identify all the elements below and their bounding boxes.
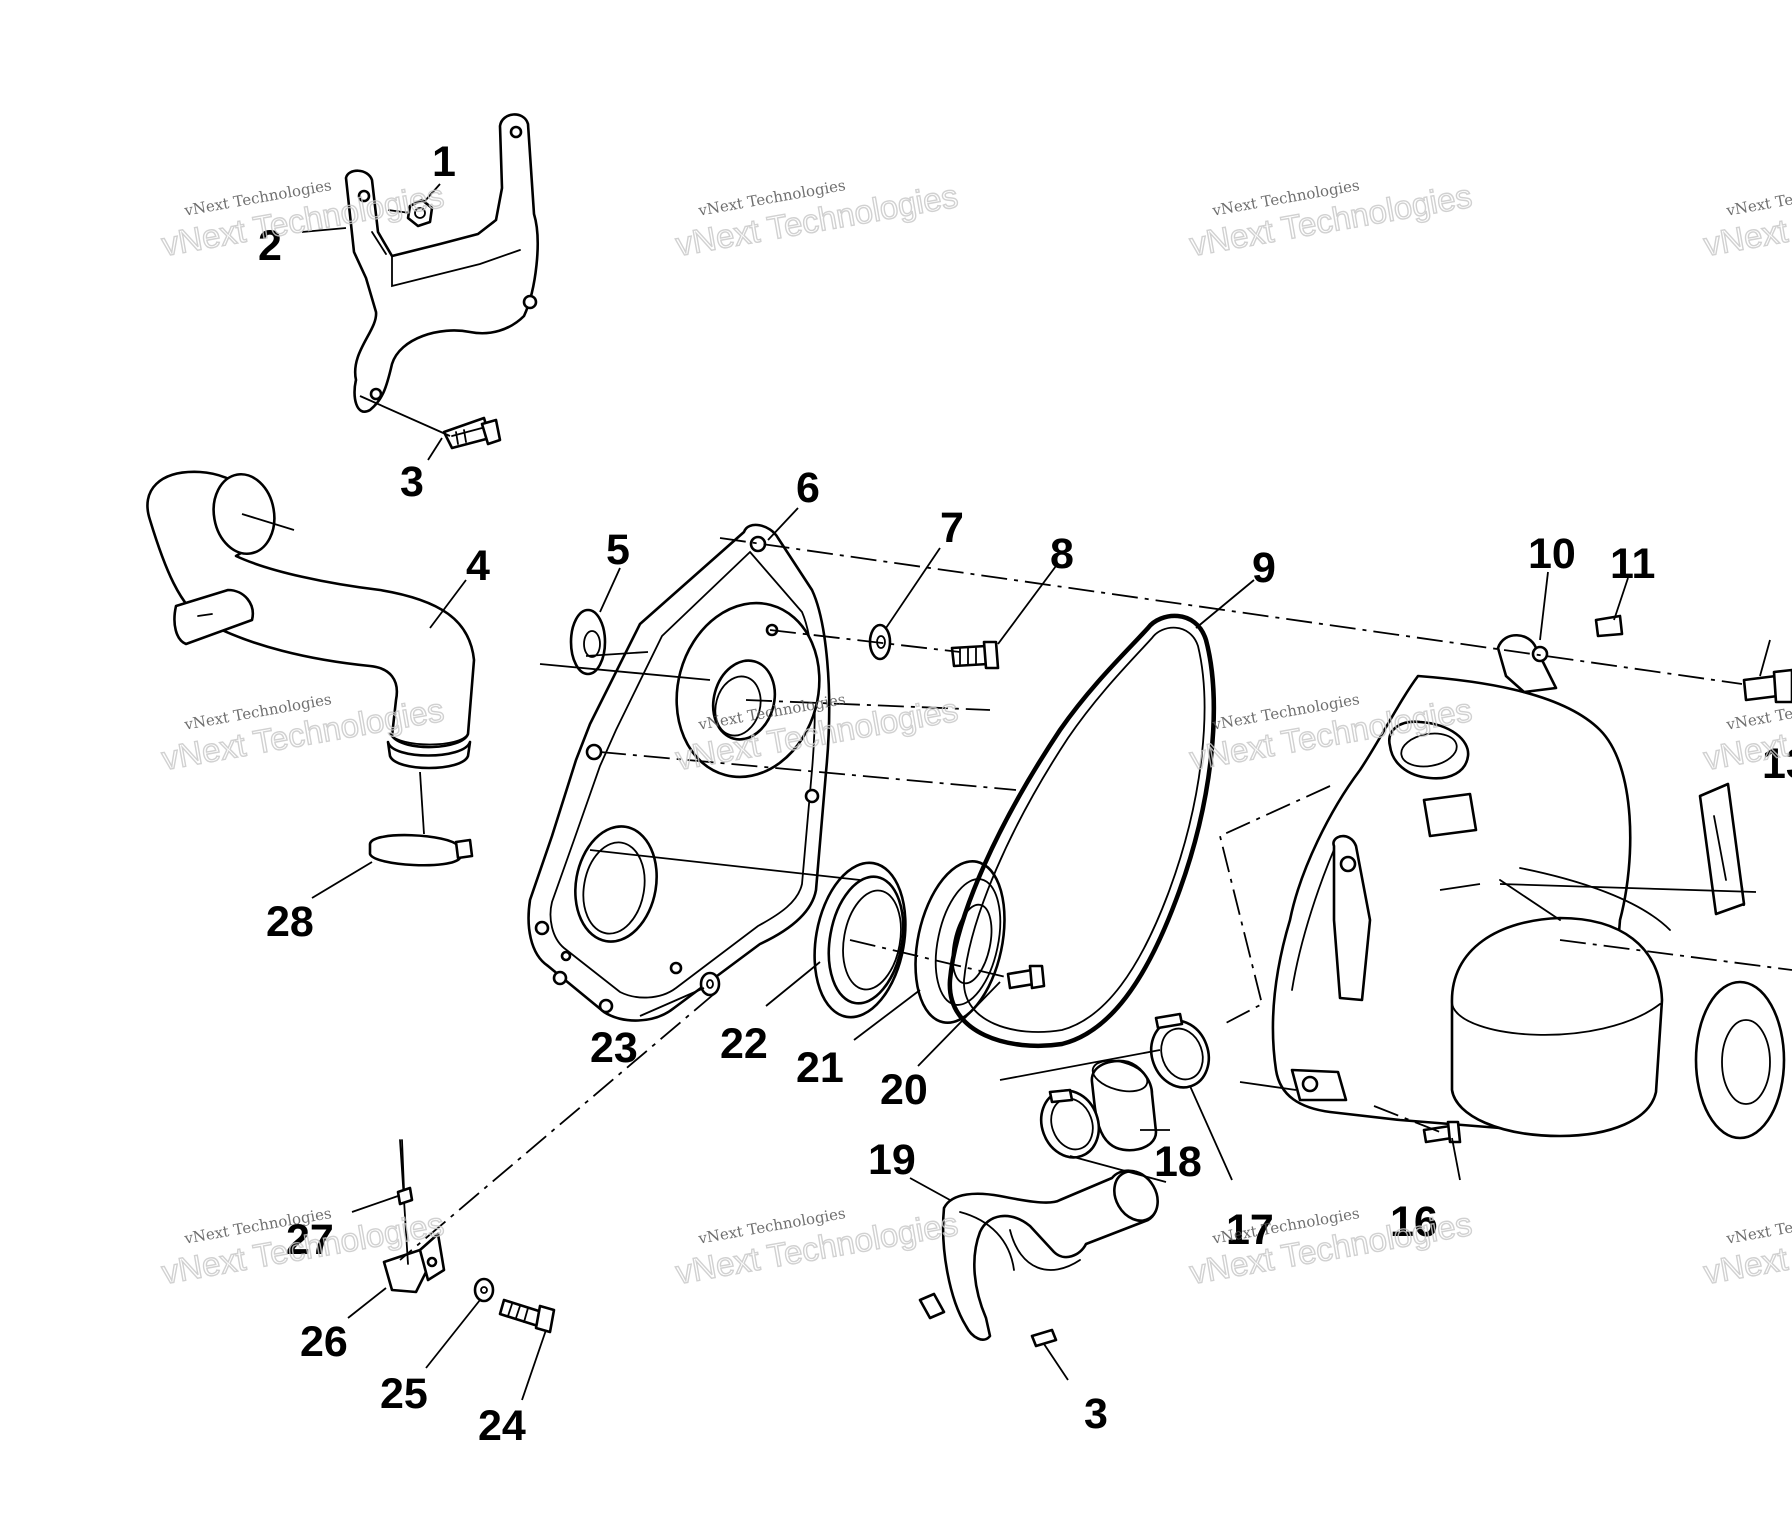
callout-24: 24 — [478, 1402, 526, 1450]
callout-27: 27 — [286, 1216, 334, 1264]
callout-16: 16 — [1390, 1198, 1438, 1246]
callout-5: 5 — [606, 526, 630, 574]
callout-26: 26 — [300, 1318, 348, 1366]
callout-25: 25 — [380, 1370, 428, 1418]
outer-bolt — [1742, 668, 1792, 704]
label-11 — [1594, 614, 1624, 638]
screw-bottom — [1030, 1328, 1058, 1348]
callout-17: 17 — [1226, 1206, 1274, 1254]
callout-21: 21 — [796, 1044, 844, 1092]
seal-21 — [914, 860, 1006, 1024]
washer-25 — [473, 1277, 495, 1303]
clamp-17-upper — [1149, 1012, 1211, 1089]
duct — [146, 470, 476, 770]
callout-13: 13 — [1762, 740, 1792, 788]
bolt-top — [442, 416, 502, 450]
callout-2: 2 — [258, 222, 282, 270]
leader-lines — [301, 183, 1771, 1401]
washer-right — [1694, 980, 1786, 1140]
watermark-outline: vNext Technologies — [1701, 177, 1792, 263]
callout-3-top: 3 — [400, 458, 424, 506]
drive-belt — [947, 613, 1216, 1049]
callout-10: 10 — [1528, 530, 1576, 578]
callout-20: 20 — [880, 1066, 928, 1114]
bracket — [344, 113, 539, 413]
nut — [406, 198, 434, 228]
callout-18: 18 — [1154, 1138, 1202, 1186]
alignment-lines — [241, 209, 1792, 1261]
outer-cover — [1271, 633, 1671, 1138]
watermark-outline: vNext Technologies — [1701, 1205, 1792, 1291]
sticker-13 — [1698, 782, 1746, 916]
callout-19: 19 — [868, 1136, 916, 1184]
callout-28: 28 — [266, 898, 314, 946]
washer-23 — [699, 971, 721, 997]
callout-1: 1 — [432, 138, 456, 186]
callout-numbers: 1 2 3 4 5 6 7 8 9 10 11 13 16 17 18 19 2… — [258, 138, 1792, 1450]
bolt-8 — [950, 640, 1000, 670]
callout-6: 6 — [796, 464, 820, 512]
intake-duct — [918, 1169, 1159, 1341]
callout-4: 4 — [466, 542, 490, 590]
screw-20 — [1006, 964, 1046, 990]
inner-cover — [527, 523, 831, 1022]
coupler-18 — [1090, 1059, 1158, 1152]
rivet-27 — [396, 1139, 414, 1206]
bolt-24 — [498, 1298, 556, 1334]
clamp-17-lower — [1039, 1088, 1101, 1159]
callout-22: 22 — [720, 1020, 768, 1068]
callout-3-bottom: 3 — [1084, 1390, 1108, 1438]
seal-22 — [813, 861, 907, 1019]
callout-23: 23 — [590, 1024, 638, 1072]
callout-9: 9 — [1252, 544, 1276, 592]
washer-5 — [569, 608, 607, 676]
callout-11: 11 — [1610, 540, 1655, 588]
callout-7: 7 — [940, 504, 964, 552]
hose-clamp — [368, 833, 474, 867]
watermark-outline: vNext Technologies — [1701, 691, 1792, 777]
callout-8: 8 — [1050, 530, 1074, 578]
screw-16 — [1422, 1120, 1462, 1144]
